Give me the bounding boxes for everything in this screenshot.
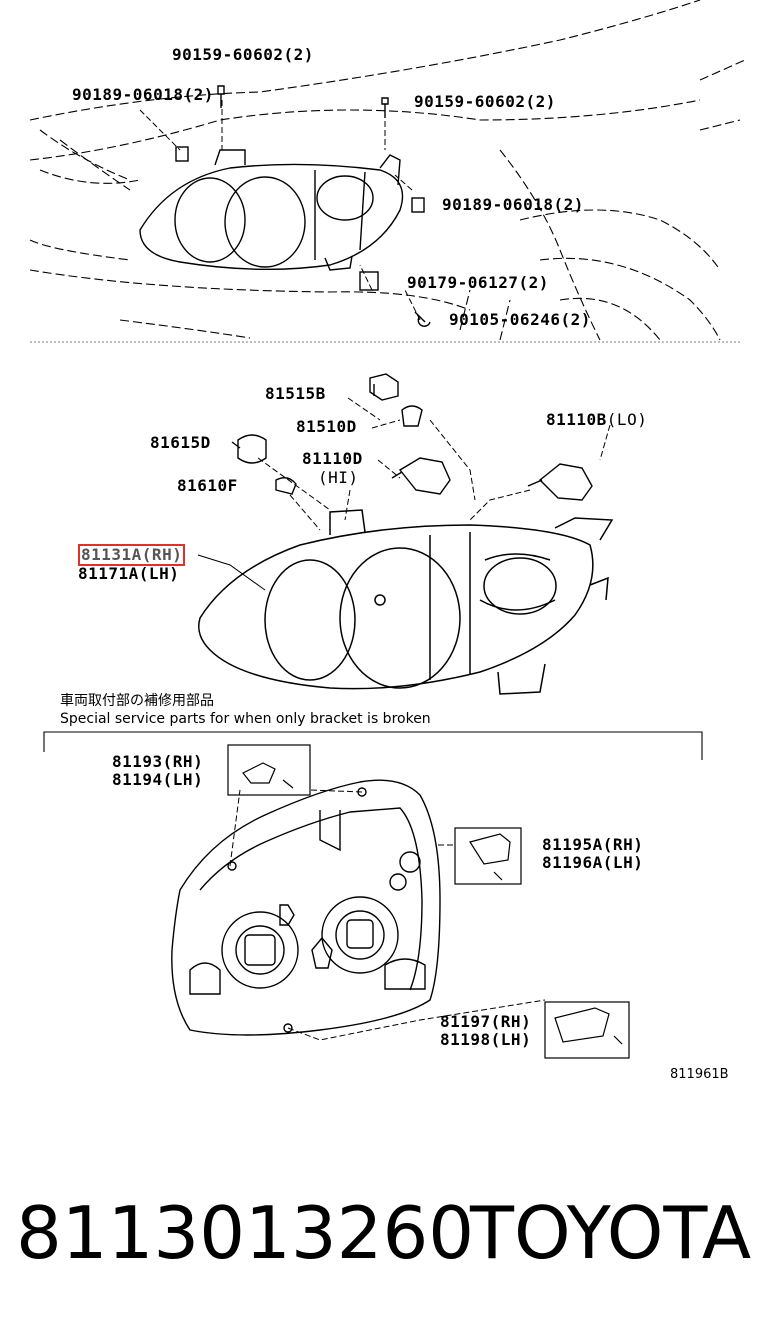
- diagram-code: 811961B: [670, 1067, 729, 1082]
- label-81110D: 81110D: [302, 449, 363, 468]
- label-81110D-hi: (HI): [318, 468, 359, 487]
- label-81131A-highlighted[interactable]: 81131A(RH): [78, 544, 186, 566]
- label-81195A: 81195A(RH): [542, 835, 644, 854]
- top-fasteners: [175, 85, 431, 327]
- label-81110B: 81110B(LO): [546, 411, 647, 429]
- headlamp-assembly: [198, 509, 614, 695]
- label-81510D: 81510D: [296, 417, 357, 436]
- bracket-boxes: [227, 744, 630, 1059]
- label-81193: 81193(RH): [112, 752, 204, 771]
- label-90189-06018-right: 90189-06018(2): [442, 195, 584, 214]
- label-81197: 81197(RH): [440, 1012, 532, 1031]
- vehicle-body-outline: [29, 0, 746, 341]
- label-90159-60602-right: 90159-60602(2): [414, 92, 556, 111]
- headlamp-mounted: [139, 149, 404, 271]
- bracket-section-frame: [43, 731, 703, 760]
- label-81110B-number: 81110B: [546, 410, 607, 429]
- label-81196A: 81196A(LH): [542, 853, 644, 872]
- note-japanese: 車両取付部の補修用部品: [60, 693, 214, 709]
- note-english: Special service parts for when only brac…: [60, 711, 431, 727]
- bracket-leaders: [229, 789, 546, 1041]
- part-number: 8113013260: [16, 1191, 475, 1275]
- label-90179-06127: 90179-06127(2): [407, 273, 549, 292]
- label-90159-60602-top: 90159-60602(2): [172, 45, 314, 64]
- label-81171A: 81171A(LH): [78, 564, 180, 583]
- label-90189-06018-left: 90189-06018(2): [72, 85, 214, 104]
- bulbs: [231, 373, 593, 501]
- label-81615D: 81615D: [150, 433, 211, 452]
- housing-rear: [171, 779, 441, 1036]
- label-81515B: 81515B: [265, 384, 326, 403]
- label-81194: 81194(LH): [112, 770, 204, 789]
- label-90105-06246: 90105-06246(2): [449, 310, 591, 329]
- label-81610F: 81610F: [177, 476, 238, 495]
- brand-name: TOYOTA: [470, 1191, 752, 1275]
- middle-leaders: [257, 397, 611, 531]
- label-81110B-lo: (LO): [606, 410, 648, 429]
- label-81198: 81198(LH): [440, 1030, 532, 1049]
- leader-81131A: [197, 554, 266, 591]
